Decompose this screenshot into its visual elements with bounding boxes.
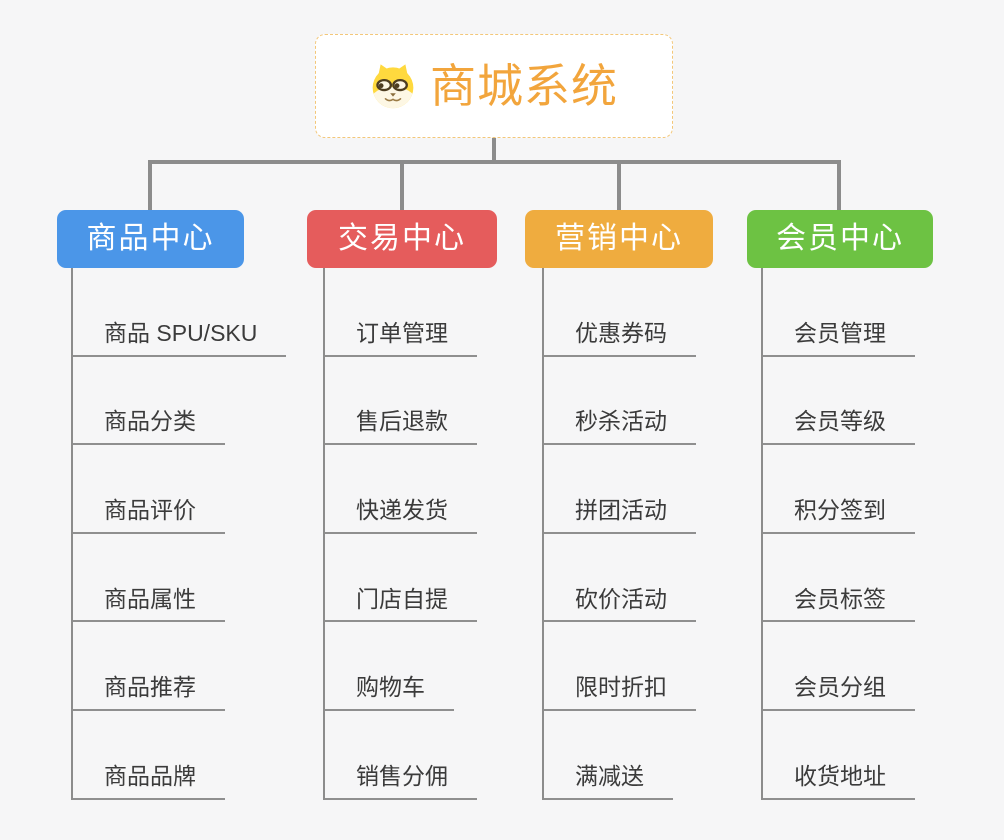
leaf-node[interactable]: 砍价活动 — [542, 585, 696, 623]
branch-label: 交易中心 — [338, 222, 466, 255]
column-trunk-line — [542, 268, 544, 800]
leaf-node[interactable]: 门店自提 — [323, 585, 477, 623]
leaf-node[interactable]: 会员等级 — [761, 407, 915, 446]
branch-children-product-center: 商品 SPU/SKU 商品分类 商品评价 商品属性 商品推荐 商品品牌 — [71, 268, 287, 800]
branch-node-marketing-center[interactable]: 营销中心 — [525, 210, 713, 268]
leaf-node[interactable]: 销售分佣 — [323, 762, 477, 800]
leaf-node[interactable]: 商品属性 — [71, 585, 225, 623]
branch-node-member-center[interactable]: 会员中心 — [747, 210, 933, 268]
root-title: 商城系统 — [430, 60, 618, 112]
column-trunk-line — [323, 268, 325, 800]
leaf-node[interactable]: 商品评价 — [71, 496, 225, 534]
column-trunk-line — [761, 268, 763, 800]
branch-children-member-center: 会员管理 会员等级 积分签到 会员标签 会员分组 收货地址 — [761, 268, 915, 800]
leaf-node[interactable]: 收货地址 — [761, 762, 915, 800]
leaf-node[interactable]: 商品推荐 — [71, 673, 225, 711]
root-node[interactable]: 商城系统 — [315, 34, 673, 138]
leaf-node[interactable]: 快递发货 — [323, 496, 477, 534]
branch-children-trade-center: 订单管理 售后退款 快递发货 门店自提 购物车 销售分佣 — [323, 268, 477, 800]
leaf-node[interactable]: 秒杀活动 — [542, 407, 696, 446]
branch-drop-line — [148, 162, 152, 210]
leaf-node[interactable]: 积分签到 — [761, 496, 915, 534]
doge-icon — [370, 63, 416, 109]
branch-node-trade-center[interactable]: 交易中心 — [307, 210, 497, 268]
leaf-node[interactable]: 商品品牌 — [71, 762, 225, 800]
leaf-node[interactable]: 限时折扣 — [542, 673, 696, 711]
branch-label: 商品中心 — [86, 222, 215, 255]
leaf-node[interactable]: 优惠券码 — [542, 319, 696, 357]
leaf-node[interactable]: 商品 SPU/SKU — [71, 319, 287, 357]
leaf-node[interactable]: 会员标签 — [761, 585, 915, 623]
leaf-node[interactable]: 商品分类 — [71, 407, 225, 446]
branch-label: 会员中心 — [776, 222, 904, 255]
leaf-node[interactable]: 满减送 — [542, 762, 673, 800]
leaf-node[interactable]: 会员分组 — [761, 673, 915, 711]
branch-bus-line — [148, 160, 841, 164]
leaf-node[interactable]: 购物车 — [323, 673, 454, 711]
leaf-node[interactable]: 售后退款 — [323, 407, 477, 446]
branch-node-product-center[interactable]: 商品中心 — [57, 210, 244, 268]
branch-drop-line — [617, 162, 621, 210]
branch-children-marketing-center: 优惠券码 秒杀活动 拼团活动 砍价活动 限时折扣 满减送 — [542, 268, 696, 800]
branch-drop-line — [837, 162, 841, 210]
root-connector-stub — [492, 138, 496, 164]
branch-drop-line — [400, 162, 404, 210]
branch-label: 营销中心 — [555, 222, 683, 255]
leaf-node[interactable]: 订单管理 — [323, 319, 477, 357]
leaf-node[interactable]: 拼团活动 — [542, 496, 696, 534]
column-trunk-line — [71, 268, 73, 800]
leaf-node[interactable]: 会员管理 — [761, 319, 915, 357]
